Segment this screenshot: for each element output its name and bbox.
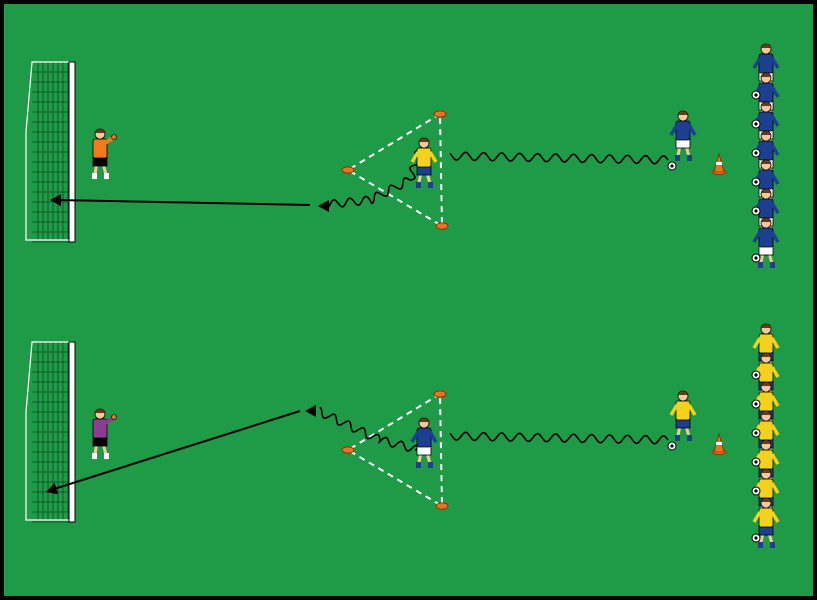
goal-icon	[25, 61, 76, 243]
dribble-path	[321, 149, 421, 210]
ball-icon	[667, 161, 677, 171]
ball-icon	[751, 90, 761, 100]
ball-icon	[751, 486, 761, 496]
training-cone-icon	[711, 152, 727, 175]
pitch-surface	[4, 4, 813, 596]
ball-icon	[751, 253, 761, 263]
shot-arrow	[53, 410, 301, 490]
drills	[25, 43, 780, 549]
cone-icon	[433, 110, 447, 118]
goal-post	[68, 61, 76, 243]
attacker-icon	[669, 110, 697, 162]
goal-icon	[25, 341, 76, 523]
cone-icon	[341, 166, 355, 174]
defender-icon	[410, 137, 438, 189]
queued-player-icon	[752, 497, 780, 549]
goal-post	[68, 341, 76, 523]
ball-icon	[751, 457, 761, 467]
goal-net	[32, 61, 72, 243]
ball-icon	[751, 119, 761, 129]
dribble-arrow-head	[318, 200, 329, 212]
ball-icon	[751, 533, 761, 543]
ball-icon	[751, 148, 761, 158]
cone-icon	[433, 390, 447, 398]
training-cone-icon	[711, 432, 727, 455]
drill-top	[25, 43, 780, 269]
cone-icon	[435, 222, 449, 230]
ball-icon	[751, 399, 761, 409]
dribble-path	[449, 151, 669, 165]
ball-icon	[667, 441, 677, 451]
ball-icon	[751, 428, 761, 438]
ball-icon	[751, 177, 761, 187]
shot-arrow-head	[46, 482, 59, 495]
queued-player-icon	[752, 217, 780, 269]
cone-icon	[435, 502, 449, 510]
attacker-icon	[669, 390, 697, 442]
ball-icon	[751, 206, 761, 216]
goalkeeper-icon	[92, 128, 117, 180]
dribble-path	[449, 431, 669, 445]
dribble-arrow-head	[305, 405, 316, 417]
drill-bottom	[25, 323, 780, 549]
shot-arrow-head	[50, 194, 62, 207]
defender-icon	[410, 417, 438, 469]
ball-icon	[751, 370, 761, 380]
shot-arrow	[57, 199, 311, 206]
cone-icon	[341, 446, 355, 454]
goalkeeper-icon	[92, 408, 117, 460]
